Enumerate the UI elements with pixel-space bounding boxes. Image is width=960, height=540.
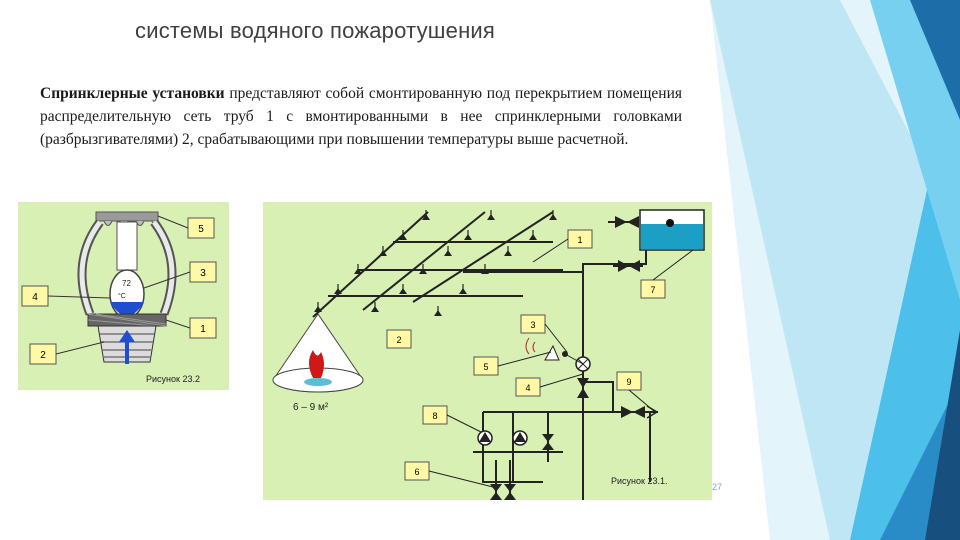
bulb-temperature: 72 bbox=[122, 279, 131, 288]
label-6: 6 bbox=[414, 467, 419, 477]
label-2: 2 bbox=[396, 335, 401, 345]
label-3: 3 bbox=[200, 268, 206, 279]
label-7: 7 bbox=[650, 285, 655, 295]
label-2: 2 bbox=[40, 350, 46, 361]
sprinkler-system-diagram: 6 – 9 м² 1 3 bbox=[272, 209, 705, 510]
figure-left-caption: Рисунок 23.2 bbox=[146, 374, 200, 384]
label-3: 3 bbox=[530, 320, 535, 330]
slide-title: системы водяного пожаротушения bbox=[135, 18, 496, 43]
sprinkler-head-diagram: 72 °C 5 3 4 1 2 Рисунок 23.2 bbox=[21, 211, 217, 384]
bulb-unit: °C bbox=[118, 292, 126, 300]
figure-right-caption: Рисунок 23.1. bbox=[611, 476, 667, 486]
label-4: 4 bbox=[32, 292, 38, 303]
paragraph-text: представляют собой смонтированную под пе… bbox=[40, 85, 682, 148]
decorative-shapes bbox=[710, 0, 960, 540]
spray-area-label: 6 – 9 м² bbox=[293, 402, 329, 413]
label-1: 1 bbox=[577, 235, 582, 245]
sprinkler-system-figure: 6 – 9 м² 1 3 bbox=[263, 202, 712, 510]
paragraph-bold-term: Спринклерные установки bbox=[40, 85, 225, 102]
sprinkler-head-figure: 72 °C 5 3 4 1 2 Рисунок 23.2 bbox=[18, 202, 229, 390]
label-9: 9 bbox=[626, 377, 631, 387]
page-number: 27 bbox=[712, 482, 723, 492]
label-1: 1 bbox=[200, 324, 206, 335]
label-5: 5 bbox=[483, 362, 488, 372]
label-8: 8 bbox=[432, 411, 437, 421]
body-paragraph: Спринклерные установки представляют собо… bbox=[40, 82, 682, 151]
label-5: 5 bbox=[198, 224, 204, 235]
label-4: 4 bbox=[525, 383, 530, 393]
